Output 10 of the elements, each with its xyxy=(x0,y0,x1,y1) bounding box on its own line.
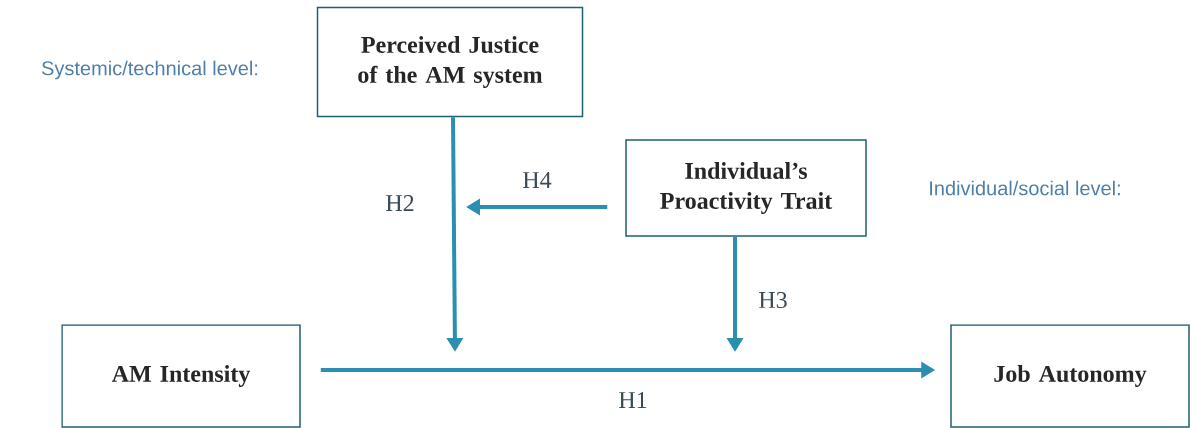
edge-label: H2 xyxy=(384,194,416,212)
edge-label: H4 xyxy=(521,171,553,189)
concept-box: Perceived Justice of the AM system xyxy=(316,6,584,118)
level-label: Individual/social level: xyxy=(930,180,1120,196)
concept-box: AM Intensity xyxy=(61,324,301,428)
concept-box: Individual’s Proactivity Trait xyxy=(625,139,867,237)
level-label: Systemic/technical level: xyxy=(42,60,258,80)
edge-label: H1 xyxy=(617,391,649,409)
edge-label: H3 xyxy=(757,290,789,310)
concept-box: Job Autonomy xyxy=(950,324,1190,428)
